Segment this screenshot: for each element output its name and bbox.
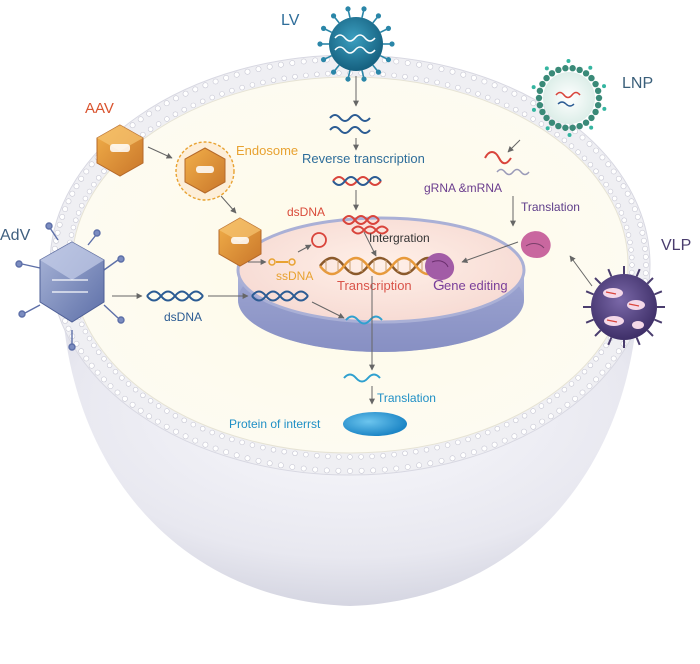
grna-mrna-icon xyxy=(484,151,530,176)
vlp-label: VLP xyxy=(661,237,691,254)
adv-virus-icon xyxy=(15,222,125,351)
cas-protein-icon xyxy=(520,231,551,258)
lnp-particle-icon xyxy=(531,59,607,137)
lnp-label: LNP xyxy=(622,75,653,92)
cas-gene-editing-icon xyxy=(425,252,455,280)
nuclear-mrna-icon xyxy=(345,315,383,325)
ssdna-label: ssDNA xyxy=(276,269,313,283)
aav-released-icon xyxy=(218,217,262,267)
dsdna-top-label: dsDNA xyxy=(287,205,325,219)
reverse-transcription-label: Reverse transcription xyxy=(302,151,425,166)
transcription-label: Transcription xyxy=(337,278,412,293)
translation-main-label: Translation xyxy=(377,391,436,405)
vlp-particle-icon xyxy=(583,266,665,348)
protein-label: Protein of interrst xyxy=(229,417,321,431)
nuclear-adv-dsdna-icon xyxy=(251,290,309,302)
lv-rna-icon xyxy=(329,114,371,134)
integration-dsdna-icon xyxy=(351,225,389,235)
grna-mrna-label: gRNA &mRNA xyxy=(424,181,502,195)
endosome-label: Endosome xyxy=(236,143,298,158)
nucleus xyxy=(236,216,526,352)
lv-dsdna-icon xyxy=(342,215,380,225)
lv-label: LV xyxy=(281,12,300,29)
lv-virus-icon xyxy=(317,6,395,82)
aav-virus-icon xyxy=(96,124,144,177)
translation-lnp-label: Translation xyxy=(521,200,580,214)
ssdna-icon xyxy=(268,258,296,266)
dsdna-left-label: dsDNA xyxy=(164,310,202,324)
protein-of-interest-icon xyxy=(343,412,407,436)
adv-dsdna-icon xyxy=(146,290,204,302)
adv-label: AdV xyxy=(0,227,31,244)
gene-editing-label-initial: G xyxy=(433,277,445,294)
intergration-label: Intergration xyxy=(369,231,430,245)
pathway-arrows xyxy=(112,76,593,405)
lv-dna-hybrid-icon xyxy=(332,176,382,186)
circular-dsdna-icon xyxy=(311,232,327,248)
aav-label: AAV xyxy=(85,100,114,117)
gene-editing-label: ene editing xyxy=(444,278,508,293)
cytoplasmic-mrna-icon xyxy=(343,373,381,383)
endosome-icon xyxy=(175,141,235,201)
